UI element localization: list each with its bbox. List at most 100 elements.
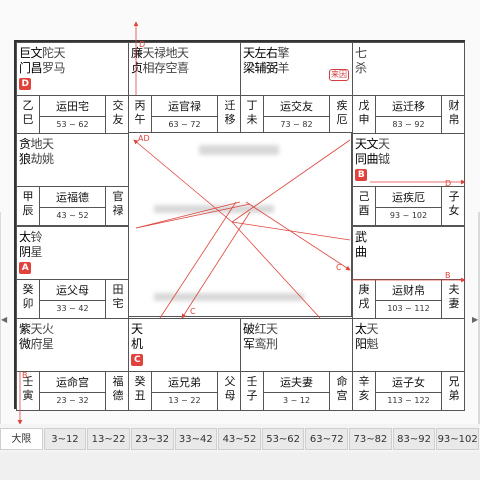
tab-daxian-4[interactable]: 33~42 bbox=[174, 428, 218, 450]
tab-daxian-6[interactable]: 53~62 bbox=[261, 428, 305, 450]
minor-stars: 擎 bbox=[277, 46, 290, 60]
main-stars-2: 机 bbox=[131, 337, 143, 351]
main-stars-2: 狼 bbox=[19, 152, 31, 166]
star-list: 武曲 bbox=[355, 230, 367, 260]
palace-name: 兄弟 bbox=[448, 375, 460, 402]
daxian-palace-name: 运迁移 bbox=[376, 98, 441, 117]
daxian-palace-name: 运夫妻 bbox=[264, 374, 329, 393]
age-range: 83 ~ 92 bbox=[392, 120, 425, 129]
ganzhi: 癸丑 bbox=[134, 375, 146, 402]
star-list: 七杀 bbox=[355, 46, 367, 76]
main-stars: 太 bbox=[19, 230, 31, 244]
tab-daxian-3[interactable]: 23~32 bbox=[130, 428, 174, 450]
palace-name: 命宫 bbox=[336, 375, 348, 402]
palace-name: 父母 bbox=[224, 375, 236, 402]
minor-stars-2: 相存空喜 bbox=[142, 61, 190, 75]
tab-daxian-9[interactable]: 83~92 bbox=[392, 428, 436, 450]
minor-stars-2: 鸾刑 bbox=[254, 337, 279, 351]
age-range: 33 ~ 42 bbox=[56, 304, 89, 313]
daxian-palace-name: 运田宅 bbox=[40, 98, 105, 117]
main-stars-2: 阴 bbox=[19, 245, 31, 259]
minor-stars: 地天 bbox=[30, 137, 55, 151]
sihua-badge: A bbox=[19, 261, 31, 274]
ganzhi: 己酉 bbox=[358, 190, 370, 217]
minor-stars-2: 劫姚 bbox=[30, 152, 55, 166]
main-stars: 巨文 bbox=[19, 46, 43, 60]
ganzhi: 甲辰 bbox=[22, 190, 34, 217]
main-stars: 贪 bbox=[19, 137, 31, 151]
palace-name: 子女 bbox=[448, 190, 460, 217]
main-stars-2: 军 bbox=[243, 337, 255, 351]
palace-name: 交友 bbox=[112, 99, 124, 126]
ganzhi: 庚戌 bbox=[358, 283, 370, 310]
main-stars: 太 bbox=[355, 322, 367, 336]
tab-daxian-10[interactable]: 93~102 bbox=[436, 428, 479, 450]
star-list: 紫天火微府星 bbox=[19, 322, 54, 352]
tab-daxian-1[interactable]: 3~12 bbox=[43, 428, 87, 450]
star-list: 贪地天狼劫姚 bbox=[19, 137, 54, 167]
minor-stars-2: 杀 bbox=[355, 61, 367, 75]
age-range: 103 ~ 112 bbox=[387, 304, 430, 313]
laiyin-badge: 来因 bbox=[329, 69, 349, 81]
daxian-palace-name: 运官禄 bbox=[152, 98, 217, 117]
main-stars: 武 bbox=[355, 230, 367, 244]
sihua-badge: B bbox=[355, 168, 367, 181]
sihua-badge: D bbox=[19, 77, 31, 90]
main-stars-2: 门昌 bbox=[19, 61, 43, 75]
ganzhi: 壬寅 bbox=[22, 375, 34, 402]
minor-stars-2: 星 bbox=[30, 245, 43, 259]
sihua-badge: C bbox=[131, 353, 143, 366]
palace-name: 迁移 bbox=[224, 99, 236, 126]
minor-stars: 天火 bbox=[30, 322, 55, 336]
main-stars-2: 贞 bbox=[131, 61, 143, 75]
tab-daxian-8[interactable]: 73~82 bbox=[349, 428, 392, 450]
daxian-palace-name: 运子女 bbox=[376, 374, 441, 393]
main-stars: 廉 bbox=[131, 46, 143, 60]
ganzhi: 丙午 bbox=[134, 99, 146, 126]
palace-name: 福德 bbox=[112, 375, 124, 402]
minor-stars-2: 府星 bbox=[30, 337, 55, 351]
tab-daxian-label[interactable]: 大限 bbox=[0, 428, 43, 450]
main-stars-2: 同曲 bbox=[355, 152, 379, 166]
palace-name: 夫妻 bbox=[448, 283, 460, 310]
chart-center bbox=[128, 132, 352, 317]
minor-stars: 天 bbox=[366, 322, 379, 336]
ganzhi: 癸卯 bbox=[22, 283, 34, 310]
tab-daxian-7[interactable]: 63~72 bbox=[305, 428, 349, 450]
minor-stars-2: 魁 bbox=[366, 337, 379, 351]
blurred-info-2 bbox=[154, 205, 274, 213]
minor-stars: 红天 bbox=[254, 322, 279, 336]
age-range: 93 ~ 102 bbox=[389, 211, 428, 220]
palace-name: 财帛 bbox=[448, 99, 460, 126]
tab-daxian-5[interactable]: 43~52 bbox=[218, 428, 261, 450]
tab-daxian-2[interactable]: 13~22 bbox=[87, 428, 130, 450]
daxian-palace-name: 运兄弟 bbox=[152, 374, 217, 393]
daxian-palace-name: 运交友 bbox=[264, 98, 329, 117]
